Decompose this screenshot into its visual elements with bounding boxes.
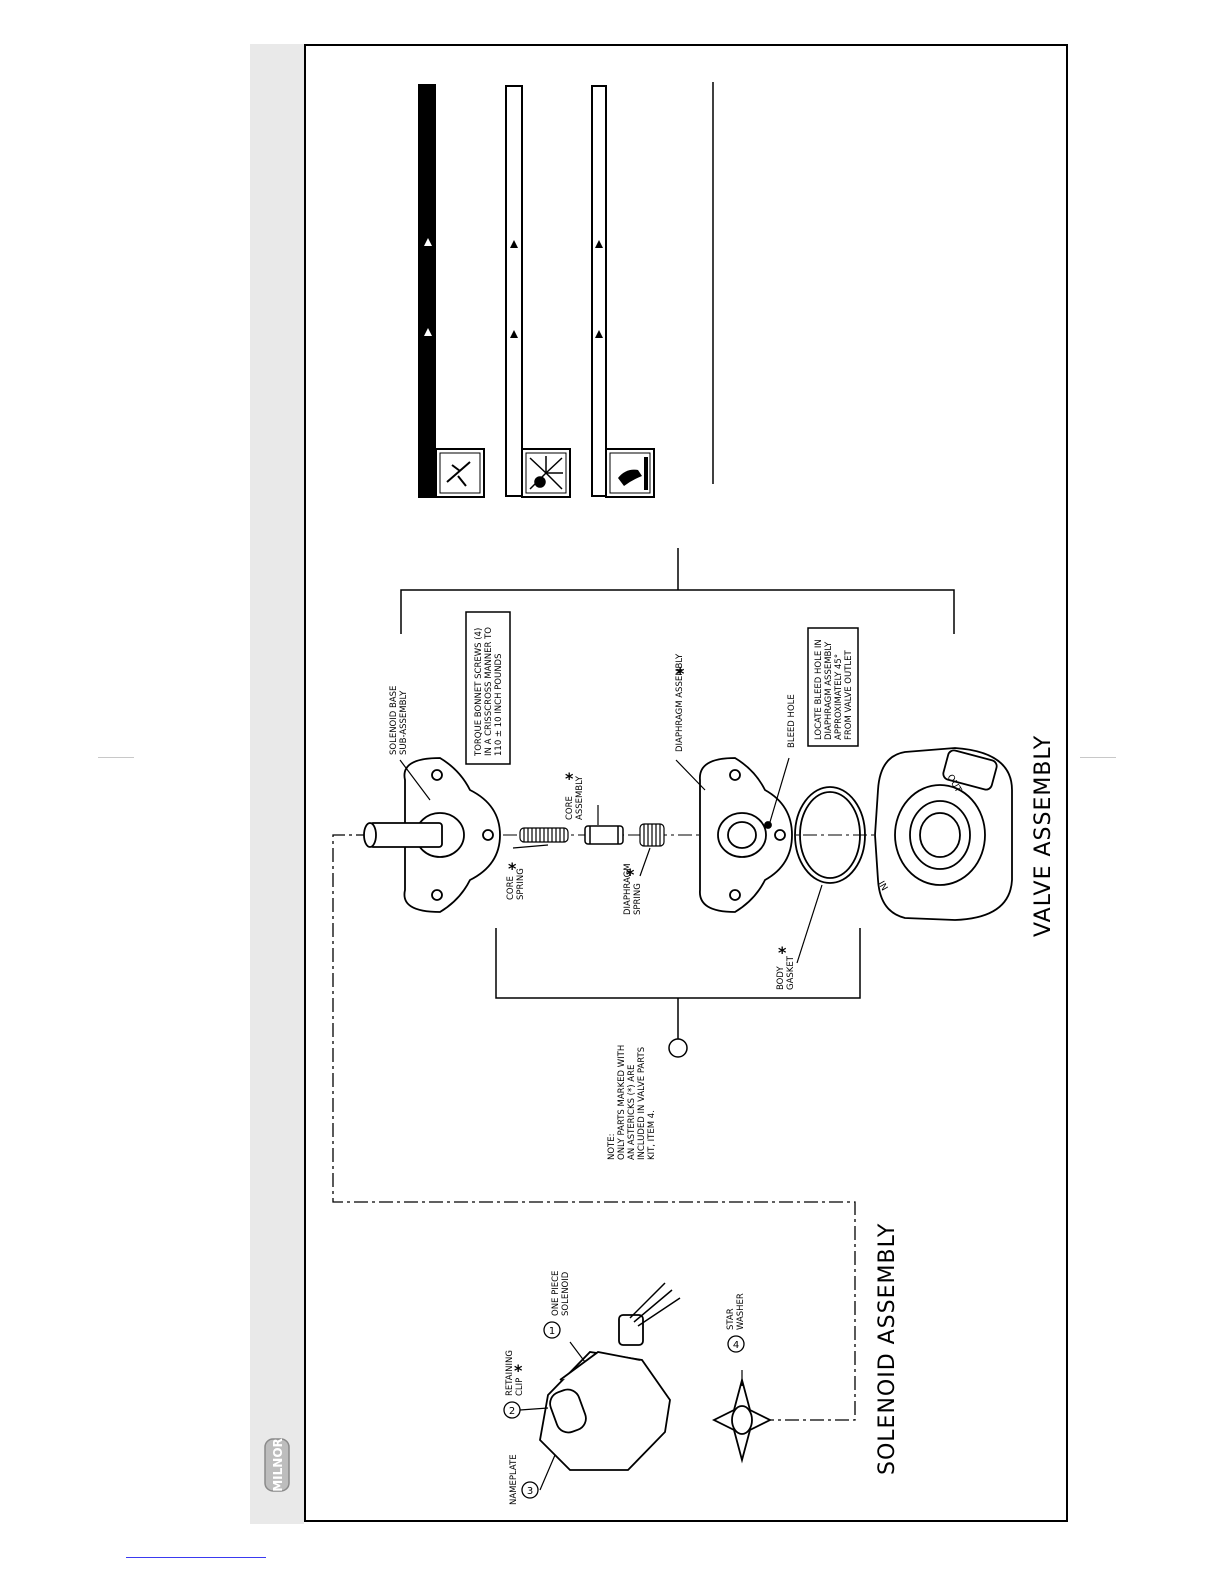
kit-bracket bbox=[495, 928, 861, 1058]
assembly-leader bbox=[332, 834, 856, 1421]
core-spring-part bbox=[519, 827, 569, 843]
svg-text:*: * bbox=[514, 1361, 523, 1380]
milnor-logo: MILNOR bbox=[264, 1438, 290, 1492]
svg-text:2: 2 bbox=[509, 1406, 515, 1417]
solenoid-assembly-title: SOLENOID ASSEMBLY bbox=[875, 1223, 900, 1475]
bleed-note-box: LOCATE BLEED HOLE INDIAPHRAGM ASSEMBLYAP… bbox=[807, 627, 859, 747]
asterisks: * * * * * * bbox=[508, 664, 787, 1380]
valve-bracket bbox=[400, 548, 955, 634]
hot-surface-icon bbox=[618, 457, 648, 490]
core-assembly-label: COREASSEMBLY bbox=[565, 775, 585, 820]
svg-text:LOCATE BLEED HOLE INDIAPHRAGM: LOCATE BLEED HOLE INDIAPHRAGM ASSEMBLYAP… bbox=[814, 639, 854, 740]
body-gasket-part bbox=[794, 786, 866, 884]
solenoid-base-label: SOLENOID BASESUB-ASSEMBLY bbox=[389, 686, 409, 755]
explosion-hazard-icon bbox=[529, 456, 563, 490]
svg-text:*: * bbox=[778, 943, 787, 962]
solenoid-base-part bbox=[363, 757, 501, 913]
bleed-hole-label: BLEED HOLE bbox=[787, 694, 797, 748]
svg-text:IN: IN bbox=[876, 880, 889, 893]
core-spring-label: CORESPRING bbox=[506, 868, 526, 900]
solenoid-coil-part bbox=[539, 1282, 773, 1471]
warning-strip-2 bbox=[505, 85, 571, 498]
svg-text:MILNOR: MILNOR bbox=[271, 1438, 285, 1492]
warning-strip-1 bbox=[418, 84, 485, 498]
callout-retaining-clip: 2 RETAININGCLIP bbox=[503, 1350, 525, 1419]
footer-link-underline[interactable] bbox=[126, 1557, 266, 1558]
torque-note-box: TORQUE BONNET SCREWS (4)IN A CRISSCROSS … bbox=[465, 611, 511, 765]
valve-assembly-title: VALVE ASSEMBLY bbox=[1031, 735, 1056, 937]
drawing-frame bbox=[304, 44, 1068, 1522]
kit-note: NOTE:ONLY PARTS MARKED WITHAN ASTERICKS … bbox=[607, 1045, 657, 1160]
body-gasket-label: BODYGASKET bbox=[776, 955, 796, 990]
callout-leaders bbox=[399, 757, 823, 1491]
svg-text:TORQUE BONNET SCREWS (4)IN A C: TORQUE BONNET SCREWS (4)IN A CRISSCROSS … bbox=[474, 627, 504, 757]
crop-mark-left bbox=[98, 757, 134, 758]
callout-one-piece-solenoid: 1 ONE PIECESOLENOID bbox=[543, 1271, 571, 1339]
callout-star-washer: 4 STARWASHER bbox=[726, 1293, 746, 1353]
core-assembly-part bbox=[584, 825, 624, 845]
diaphragm-spring-part bbox=[639, 823, 665, 847]
svg-text:*: * bbox=[626, 865, 635, 884]
warning-strip-3 bbox=[591, 85, 655, 498]
svg-text:4: 4 bbox=[733, 1340, 739, 1351]
part-labels: SOLENOID BASESUB-ASSEMBLY CORESPRING COR… bbox=[389, 653, 797, 990]
valve-body-part: OUT IN bbox=[874, 747, 1013, 921]
electric-hazard-icon bbox=[446, 461, 471, 487]
svg-text:RETAININGCLIP: RETAININGCLIP bbox=[505, 1350, 525, 1396]
svg-text:NAMEPLATE: NAMEPLATE bbox=[509, 1454, 519, 1505]
crop-mark-right bbox=[1080, 757, 1116, 758]
page-sidebar bbox=[250, 44, 304, 1524]
svg-text:3: 3 bbox=[527, 1486, 533, 1497]
svg-text:*: * bbox=[676, 664, 685, 683]
svg-text:STARWASHER: STARWASHER bbox=[726, 1293, 746, 1330]
svg-text:*: * bbox=[565, 769, 574, 788]
diaphragm-assembly-part bbox=[699, 757, 793, 913]
svg-text:ONE PIECESOLENOID: ONE PIECESOLENOID bbox=[551, 1271, 571, 1316]
svg-text:*: * bbox=[508, 859, 517, 878]
svg-text:1: 1 bbox=[549, 1326, 555, 1337]
callout-nameplate: 3 NAMEPLATE bbox=[509, 1454, 539, 1505]
diaphragm-spring-label: DIAPHRAGMSPRING bbox=[623, 863, 643, 915]
diaphragm-assembly-label: DIAPHRAGM ASSEMBLY bbox=[675, 653, 685, 752]
svg-text:NOTE:ONLY PARTS MARKED WITHAN: NOTE:ONLY PARTS MARKED WITHAN ASTERICKS … bbox=[607, 1045, 657, 1160]
